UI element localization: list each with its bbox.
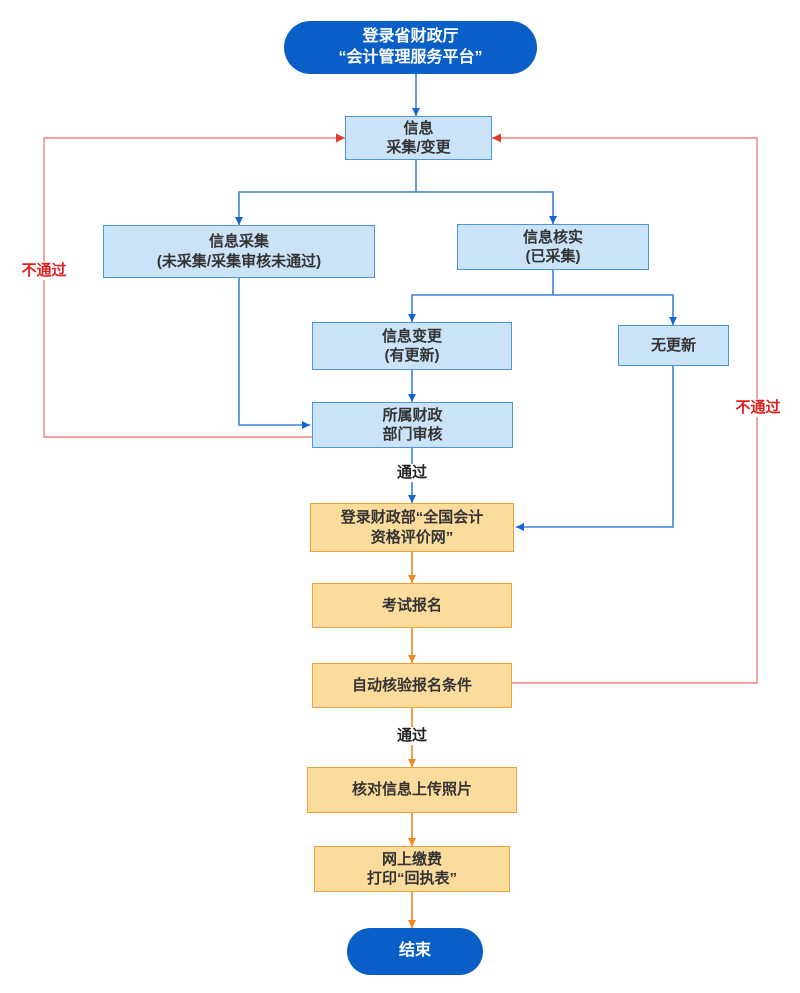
node-info-update-line1: 信息变更 [381,327,442,345]
node-exam-register: 考试报名 [312,583,512,628]
node-login-eval: 登录财政部“全国会计 资格评价网” [310,503,514,552]
node-info-collect-line2: (未采集/采集审核未通过) [156,252,322,270]
connector-fail-left-loop [43,133,345,438]
node-start: 登录省财政厅 “会计管理服务平台” [284,21,537,74]
node-login-eval-line1: 登录财政部“全国会计 [340,509,484,527]
node-info-verify-line2: (已采集) [525,248,581,265]
edge-label-fail-left: 不通过 [18,262,70,280]
edge-label-pass-review: 通过 [393,464,431,482]
node-info-collect-change-line2: 采集/变更 [386,139,451,156]
node-verify-photo-line1: 核对信息上传照片 [351,781,472,799]
connector-to-info-verify [416,191,557,224]
node-auto-check: 自动核验报名条件 [312,663,512,708]
node-finance-review: 所属财政 部门审核 [312,402,513,448]
node-login-eval-line2: 资格评价网” [370,528,454,546]
node-exam-register-line1: 考试报名 [381,596,442,614]
node-start-line2: “会计管理服务平台” [338,48,483,66]
connector-to-info-update [408,294,553,322]
node-verify-photo: 核对信息上传照片 [307,767,517,813]
node-finance-review-line2: 部门审核 [382,426,443,443]
node-end: 结束 [347,928,483,975]
node-start-line1: 登录省财政厅 [362,28,459,46]
connector-noupdate-to-login [516,366,674,531]
connector-fail-right-loop [492,133,758,684]
connector-to-no-update [553,294,677,325]
node-info-collect-line1: 信息采集 [208,233,269,251]
node-no-update-line1: 无更新 [650,336,696,354]
node-info-collect-change-line1: 信息 [403,119,434,137]
node-info-update: 信息变更 (有更新) [312,322,512,370]
edge-label-pass-check: 通过 [393,727,431,745]
node-finance-review-line1: 所属财政 [382,406,443,424]
node-pay-print-line1: 网上缴费 [381,850,442,868]
node-info-collect: 信息采集 (未采集/采集审核未通过) [103,225,375,278]
node-pay-print-line2: 打印“回执表” [366,870,457,887]
node-info-update-line2: (有更新) [384,347,440,364]
node-info-verify: 信息核实 (已采集) [457,224,649,270]
node-info-collect-change: 信息 采集/变更 [345,116,492,160]
edge-label-fail-right: 不通过 [732,399,784,417]
node-pay-print: 网上缴费 打印“回执表” [314,846,510,892]
node-end-line1: 结束 [398,942,431,960]
node-info-verify-line1: 信息核实 [522,228,583,246]
connector-to-info-collect [235,191,416,225]
connector-collect-to-review [238,278,310,429]
node-no-update: 无更新 [618,325,729,366]
node-auto-check-line1: 自动核验报名条件 [351,676,472,694]
